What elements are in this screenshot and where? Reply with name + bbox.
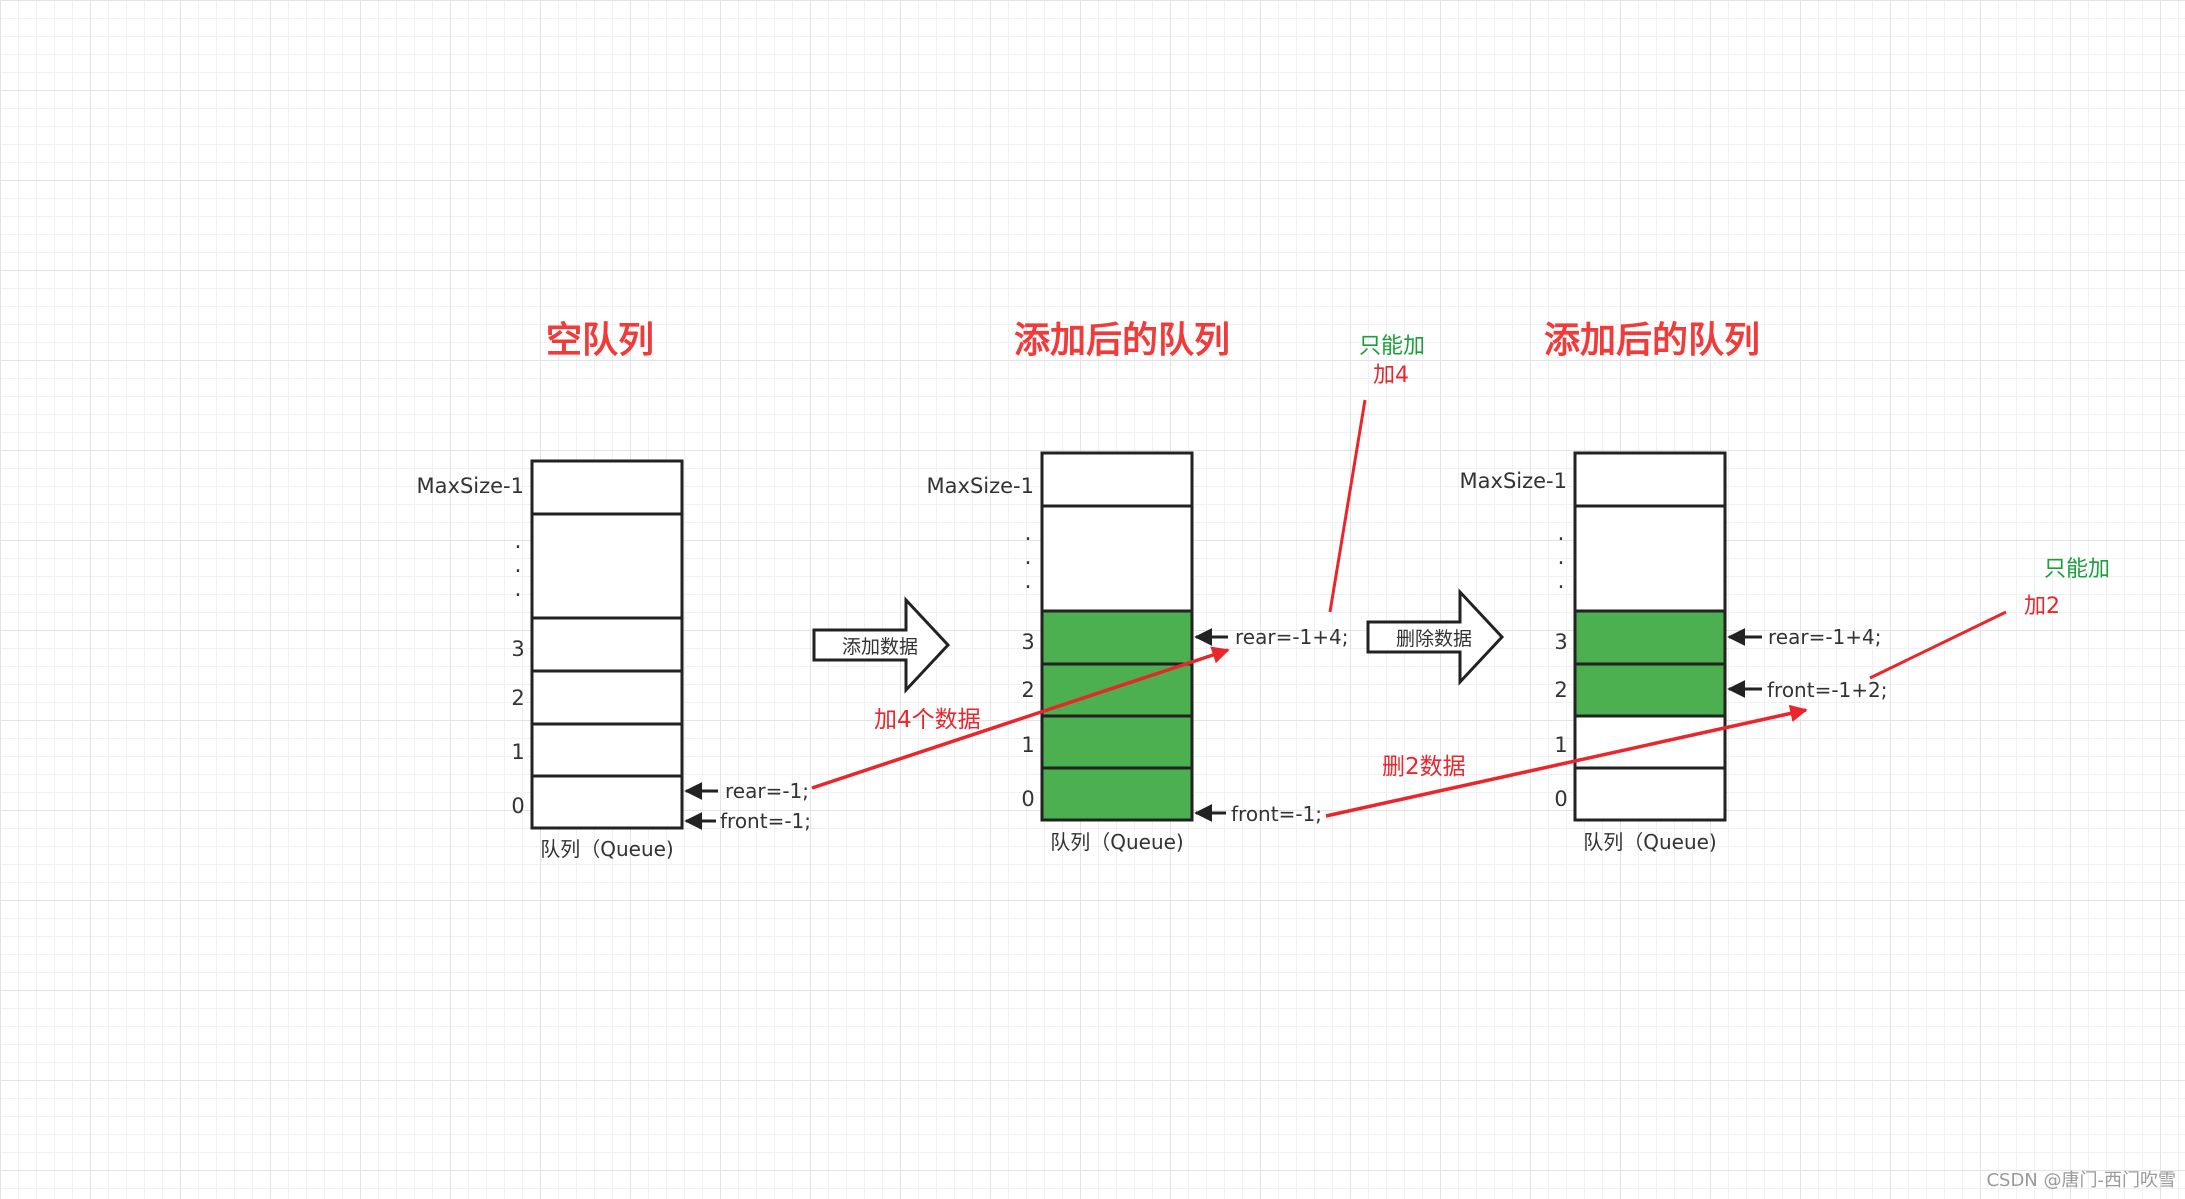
index-label: 0 — [1021, 787, 1034, 811]
index-label: 1 — [1554, 733, 1567, 757]
ellipsis-dot: . — [515, 529, 522, 554]
ellipsis-dot: . — [515, 577, 522, 602]
add-data-label: 添加数据 — [842, 636, 918, 658]
index-label: 1 — [1021, 733, 1034, 757]
cell-dots — [530, 512, 684, 620]
cell-0 — [1573, 766, 1727, 822]
queue-caption: 队列（Queue) — [1050, 830, 1184, 854]
index-label: 2 — [1554, 678, 1567, 702]
cell-2-filled — [1573, 662, 1727, 718]
index-label: 0 — [1554, 787, 1567, 811]
queue-caption: 队列（Queue) — [540, 837, 674, 861]
add4-label: 加4 — [1373, 363, 1409, 388]
cell-3-filled — [1573, 609, 1727, 666]
rear-pointer-label: rear=-1+4; — [1768, 625, 1882, 649]
cell-0-filled — [1040, 766, 1194, 822]
cell-0 — [530, 774, 684, 830]
add-count-label: 加4个数据 — [874, 707, 981, 733]
ellipsis-dot: . — [1558, 521, 1565, 546]
cell-1 — [1573, 714, 1727, 770]
cell-1-filled — [1040, 714, 1194, 770]
delete-data-label: 删除数据 — [1396, 628, 1472, 650]
ellipsis-dot: . — [1025, 521, 1032, 546]
ellipsis-dot: . — [1025, 545, 1032, 570]
index-label: 2 — [511, 686, 524, 710]
index-label: 3 — [1021, 630, 1034, 654]
delete-count-arrow — [1325, 704, 1808, 818]
maxsize-label: MaxSize-1 — [927, 474, 1034, 498]
front-pointer-label: front=-1; — [1231, 802, 1322, 826]
delete-count-label: 删2数据 — [1382, 754, 1466, 780]
add2-label: 加2 — [2024, 594, 2060, 619]
cell-2 — [530, 669, 684, 726]
cell-2-filled — [1040, 662, 1194, 718]
queue-caption: 队列（Queue) — [1583, 830, 1717, 854]
queue-after-delete: 添加后的队列 MaxSize-1 . . . 3 2 1 0 队列（Queue)… — [1460, 320, 1888, 854]
queue-title: 添加后的队列 — [1014, 320, 1230, 361]
maxsize-label: MaxSize-1 — [1460, 469, 1567, 493]
cell-maxsize — [1573, 451, 1727, 508]
block-arrow-shape — [812, 596, 951, 694]
block-arrow-shape — [1366, 588, 1505, 686]
cell-3 — [530, 616, 684, 673]
only-add-label-2: 只能加 — [2044, 557, 2110, 582]
index-label: 3 — [1554, 630, 1567, 654]
annotation-line-add4 — [1328, 399, 1367, 613]
watermark: CSDN @唐门-西门吹雪 — [1986, 1170, 2176, 1191]
rear-pointer-label: rear=-1+4; — [1235, 625, 1349, 649]
queue-title: 空队列 — [546, 320, 654, 361]
ellipsis-dot: . — [515, 553, 522, 578]
delete-data-block-arrow: 删除数据 — [1366, 588, 1505, 686]
cell-1 — [530, 722, 684, 778]
only-add-label-1: 只能加 — [1359, 334, 1425, 359]
cell-maxsize — [530, 459, 684, 516]
ellipsis-dot: . — [1558, 569, 1565, 594]
front-pointer-label: front=-1; — [720, 809, 811, 833]
ellipsis-dot: . — [1558, 545, 1565, 570]
ellipsis-dot: . — [1025, 569, 1032, 594]
annotation-line-add2 — [1869, 610, 2007, 680]
add-data-block-arrow: 添加数据 — [812, 596, 951, 694]
queue-title: 添加后的队列 — [1544, 320, 1760, 361]
cell-dots — [1040, 504, 1194, 613]
front-pointer-label: front=-1+2; — [1767, 678, 1888, 702]
index-label: 1 — [511, 740, 524, 764]
queue-empty: 空队列 MaxSize-1 . . . 3 2 1 0 队列（Queue) re… — [417, 320, 811, 861]
rear-pointer-label: rear=-1; — [725, 779, 809, 803]
index-label: 3 — [511, 637, 524, 661]
cell-dots — [1573, 504, 1727, 613]
add-count-arrow — [811, 646, 1230, 790]
queue-after-add: 添加后的队列 MaxSize-1 . . . 3 2 1 0 队列（Queue)… — [927, 320, 1349, 854]
index-label: 2 — [1021, 678, 1034, 702]
cell-3-filled — [1040, 609, 1194, 666]
maxsize-label: MaxSize-1 — [417, 474, 524, 498]
index-label: 0 — [511, 794, 524, 818]
cell-maxsize — [1040, 451, 1194, 508]
